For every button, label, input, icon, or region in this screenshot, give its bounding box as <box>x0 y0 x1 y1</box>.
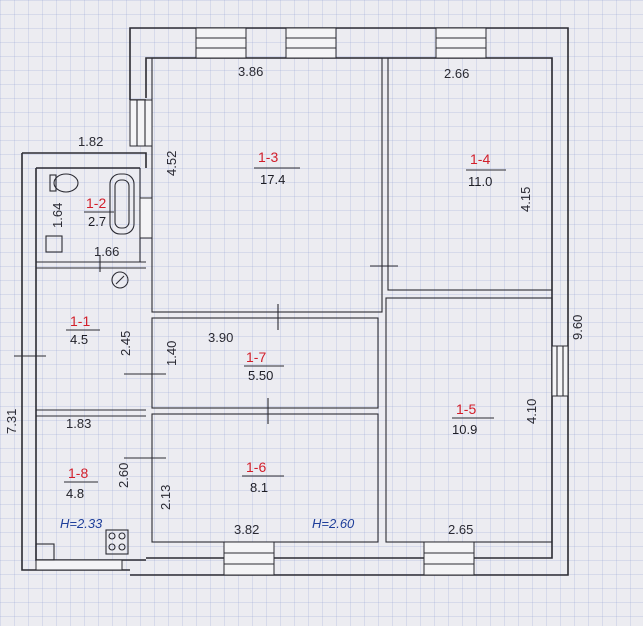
dim-label: 9.60 <box>570 315 585 340</box>
dim-label: 2.45 <box>118 331 133 356</box>
room-id-1-5: 1-5 <box>456 401 476 417</box>
room-area-1-6: 8.1 <box>250 480 268 495</box>
dim-label: 1.66 <box>94 244 119 259</box>
dim-label: 1.64 <box>50 203 65 228</box>
height-note-1-6: H=2.60 <box>312 516 355 531</box>
dim-label: 7.31 <box>4 409 19 434</box>
room-id-1-6: 1-6 <box>246 459 266 475</box>
room-id-1-7: 1-7 <box>246 349 266 365</box>
dimension-labels: 3.86 2.66 1.82 1.66 3.90 1.83 3.82 2.65 … <box>4 64 585 537</box>
dim-label: 4.52 <box>164 151 179 176</box>
dim-label: 2.65 <box>448 522 473 537</box>
room-labels: 1-3 17.4 1-4 11.0 1-2 2.7 1-1 4.5 1-7 5.… <box>64 149 506 501</box>
room-area-1-3: 17.4 <box>260 172 285 187</box>
height-notes: H=2.33 H=2.60 <box>60 516 355 531</box>
room-id-1-1: 1-1 <box>70 313 90 329</box>
room-id-1-8: 1-8 <box>68 465 88 481</box>
bathtub-icon <box>109 173 135 235</box>
room-area-1-2: 2.7 <box>88 214 106 229</box>
interior-walls <box>36 57 553 543</box>
dim-label: 1.83 <box>66 416 91 431</box>
dim-label: 4.10 <box>524 399 539 424</box>
room-area-1-5: 10.9 <box>452 422 477 437</box>
bathroom-fixtures <box>35 173 135 561</box>
dim-label: 1.40 <box>164 341 179 366</box>
room-id-1-4: 1-4 <box>470 151 490 167</box>
height-note-1-8: H=2.33 <box>60 516 103 531</box>
room-id-1-3: 1-3 <box>258 149 278 165</box>
dim-label: 4.15 <box>518 187 533 212</box>
dim-label: 2.13 <box>158 485 173 510</box>
sink-icon <box>45 235 63 253</box>
room-area-1-8: 4.8 <box>66 486 84 501</box>
dim-label: 2.60 <box>116 463 131 488</box>
boiler-icon <box>111 271 129 289</box>
room-area-1-1: 4.5 <box>70 332 88 347</box>
toilet-icon <box>53 173 79 193</box>
dim-label: 2.66 <box>444 66 469 81</box>
dim-label: 3.90 <box>208 330 233 345</box>
dim-label: 3.82 <box>234 522 259 537</box>
room-area-1-4: 11.0 <box>468 174 492 189</box>
stove-icon <box>105 529 129 555</box>
dim-label: 1.82 <box>78 134 103 149</box>
room-area-1-7: 5.50 <box>248 368 273 383</box>
sink-icon <box>35 543 55 561</box>
room-id-1-2: 1-2 <box>86 195 106 211</box>
dim-label: 3.86 <box>238 64 263 79</box>
outer-walls <box>21 27 569 576</box>
windows <box>35 27 569 576</box>
door-marks <box>14 255 398 459</box>
